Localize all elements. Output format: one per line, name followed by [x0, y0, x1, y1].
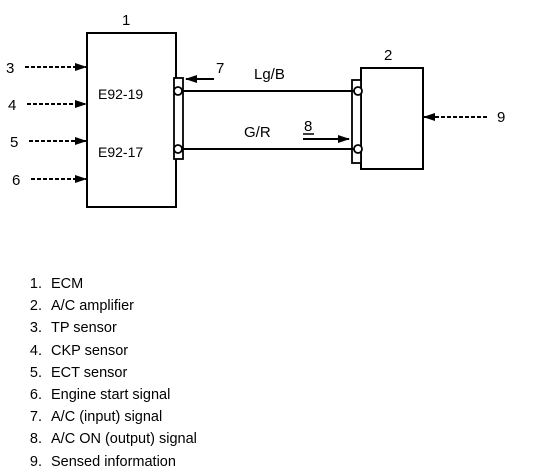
- legend-number: 1.: [29, 276, 42, 292]
- ac-amplifier-connector: [351, 79, 362, 164]
- legend-item: 8. A/C ON (output) signal: [20, 428, 197, 450]
- wire-color-lg-b: Lg/B: [254, 66, 285, 83]
- ecm-block: 1 E92-19 E92-17: [86, 12, 184, 208]
- legend-number: 8.: [29, 431, 42, 448]
- ecm-component-number: 1: [122, 12, 130, 29]
- legend-number: 6.: [29, 387, 42, 404]
- legend-number: 5.: [29, 364, 42, 381]
- legend-item: 1. ECM: [20, 273, 197, 295]
- wiring-diagram: 1 E92-19 E92-17 2 Lg/B G/R 3 4 5 6 7: [6, 12, 505, 208]
- legend-text: ECT sensor: [51, 364, 128, 381]
- terminal-amp-top: [353, 86, 363, 96]
- legend-text: A/C (input) signal: [51, 409, 163, 426]
- legend-number: 4.: [29, 342, 42, 359]
- legend-item: 3. TP sensor: [20, 317, 197, 339]
- legend-text: Engine start signal: [51, 387, 171, 404]
- legend-item: 6. Engine start signal: [20, 384, 197, 406]
- legend-number: 2.: [29, 298, 42, 315]
- legend-item: 5. ECT sensor: [20, 362, 197, 384]
- input-signals: 3 4 5 6: [6, 60, 87, 189]
- ac-amplifier-block: 2: [351, 47, 424, 170]
- legend-number: 3.: [29, 320, 42, 337]
- callout-label-9: 9: [497, 109, 505, 126]
- wire-color-g-r: G/R: [244, 124, 271, 141]
- legend-item: 9. Sensed information: [20, 451, 197, 473]
- ac-amplifier-component-number: 2: [384, 47, 392, 64]
- callout-label-7: 7: [216, 60, 224, 77]
- ac-amplifier-box: [360, 67, 424, 170]
- callout-9: 9: [423, 109, 505, 126]
- legend-text: ECM: [51, 276, 84, 292]
- legend-text: Sensed information: [51, 453, 176, 470]
- ecm-box: [86, 32, 177, 208]
- callout-label-8: 8: [304, 118, 312, 135]
- ecm-terminal-e92-17: E92-17: [98, 144, 143, 160]
- legend-text: A/C amplifier: [51, 298, 134, 315]
- input-label-5: 5: [10, 134, 18, 151]
- legend-item: 7. A/C (input) signal: [20, 406, 197, 428]
- terminal-ecm-17: [173, 144, 183, 154]
- input-label-4: 4: [8, 97, 16, 114]
- legend-item: 2. A/C amplifier: [20, 295, 197, 317]
- terminal-ecm-19: [173, 86, 183, 96]
- input-label-3: 3: [6, 60, 14, 77]
- wire-lg-b: Lg/B: [173, 66, 363, 96]
- callout-7: 7: [185, 60, 224, 83]
- ecm-terminal-e92-19: E92-19: [98, 86, 143, 102]
- callout-8: 8: [303, 118, 350, 143]
- legend-number: 7.: [29, 409, 42, 426]
- legend-text: CKP sensor: [51, 342, 129, 359]
- wire-g-r: G/R: [173, 124, 363, 154]
- legend-number: 9.: [29, 453, 42, 470]
- ecm-connector: [173, 77, 184, 160]
- input-label-6: 6: [12, 172, 20, 189]
- legend-list: 1. ECM 2. A/C amplifier 3. TP sensor 4. CKP …: [20, 273, 197, 473]
- terminal-amp-bottom: [353, 144, 363, 154]
- legend-item: 4. CKP sensor: [20, 340, 197, 362]
- legend-text: TP sensor: [51, 320, 117, 337]
- legend-text: A/C ON (output) signal: [51, 431, 197, 448]
